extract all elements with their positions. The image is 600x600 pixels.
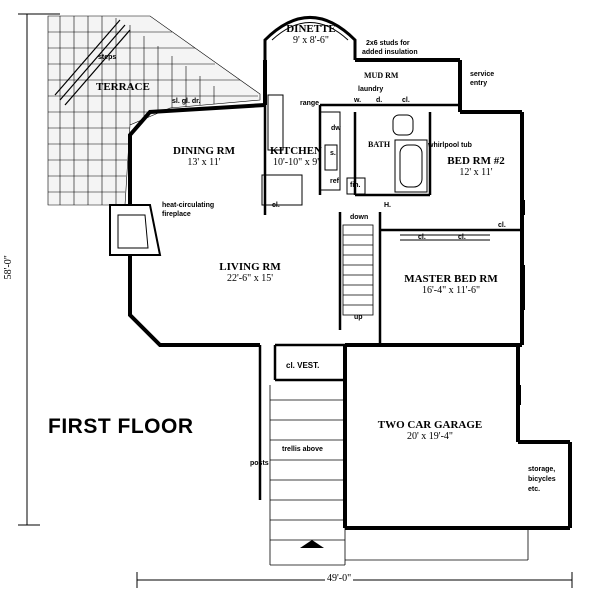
- note-vestibule: cl. VEST.: [286, 361, 320, 370]
- room-garage-size: 20' x 19'-4": [406, 430, 453, 442]
- note-sliding-glass-door: sl. gl. dr.: [172, 98, 201, 105]
- width-dimension-label: 49'-0": [325, 573, 354, 585]
- note-hall: H.: [384, 202, 391, 209]
- note-posts: posts: [250, 460, 269, 467]
- note-studs-2: added insulation: [362, 49, 418, 56]
- note-steps: steps: [98, 54, 117, 61]
- note-storage-2: bicycles: [528, 476, 556, 483]
- note-storage-3: etc.: [528, 486, 541, 493]
- trellis-walk: [269, 385, 529, 566]
- note-storage-1: storage,: [528, 466, 556, 473]
- note-stair-down: down: [350, 214, 369, 221]
- closet-rods: [400, 234, 490, 241]
- room-dinette-name: DINETTE: [286, 23, 336, 35]
- note-sink: s.: [330, 150, 336, 157]
- note-laundry: laundry: [358, 86, 384, 93]
- room-bath-name: BATH: [368, 140, 391, 149]
- plan-title: FIRST FLOOR: [48, 415, 194, 438]
- note-fireplace-1: heat-circulating: [162, 202, 215, 209]
- room-master: MASTER BED RM 16'-4" x 11'-6": [396, 273, 506, 296]
- kitchen-counters: [261, 94, 366, 206]
- fireplace: [109, 204, 162, 256]
- note-mudroom-closet: cl.: [402, 97, 410, 104]
- note-whirlpool: whirlpool tub: [428, 142, 472, 149]
- note-stair-up: up: [354, 314, 363, 321]
- note-dishwasher: dw: [331, 125, 341, 132]
- bath-fixtures: [392, 114, 428, 193]
- entry-arrow: [300, 540, 324, 548]
- note-studs: 2x6 studs for: [366, 40, 410, 47]
- closet-kitchen: cl.: [272, 202, 280, 209]
- depth-dimension-label: 58'-0": [0, 255, 22, 279]
- closet-master-1: cl.: [418, 234, 426, 241]
- room-bed2-name: BED RM #2: [447, 155, 505, 167]
- note-service-entry: entry: [470, 80, 488, 87]
- room-dining: DINING RM 13' x 11': [164, 145, 244, 168]
- room-kitchen-name: KITCHEN: [270, 145, 322, 157]
- closet-master-2: cl.: [458, 234, 466, 241]
- room-bed2-size: 12' x 11': [459, 166, 493, 178]
- garage-window-marks: [519, 200, 525, 405]
- note-refrigerator: ref: [330, 178, 339, 185]
- note-dryer: d.: [376, 97, 383, 104]
- room-kitchen-size: 10'-10" x 9': [272, 156, 319, 168]
- room-terrace-name: TERRACE: [96, 81, 150, 93]
- room-mudroom-name: MUD RM: [364, 71, 399, 80]
- depth-dimension-line: [18, 13, 60, 526]
- room-living: LIVING RM 22'-6" x 15': [200, 261, 300, 284]
- room-dining-size: 13' x 11': [187, 156, 221, 168]
- room-living-size: 22'-6" x 15': [226, 272, 273, 284]
- note-linen: fin.: [350, 182, 361, 189]
- room-master-size: 16'-4" x 11'-6": [421, 284, 481, 296]
- dinette-bay: [263, 16, 357, 60]
- room-garage: TWO CAR GARAGE 20' x 19'-4": [370, 419, 490, 442]
- room-garage-name: TWO CAR GARAGE: [377, 419, 483, 431]
- note-range: range: [300, 100, 320, 107]
- room-dining-name: DINING RM: [172, 145, 236, 157]
- closet-bed2: cl.: [498, 222, 506, 229]
- width-dimension-line: [136, 572, 573, 588]
- note-washer: w.: [354, 97, 362, 104]
- note-fireplace-2: fireplace: [162, 211, 191, 218]
- stairs: [342, 224, 374, 316]
- room-living-name: LIVING RM: [219, 261, 281, 273]
- depth-dimension-text: 58'-0": [2, 255, 14, 280]
- note-trellis: trellis above: [282, 446, 323, 453]
- room-bed2: BED RM #2 12' x 11': [436, 155, 516, 178]
- note-service: service: [470, 71, 495, 78]
- room-kitchen: KITCHEN 10'-10" x 9': [256, 145, 336, 168]
- room-dinette: DINETTE 9' x 8'-6": [270, 23, 352, 46]
- room-master-name: MASTER BED RM: [404, 273, 498, 285]
- room-dinette-size: 9' x 8'-6": [292, 34, 329, 46]
